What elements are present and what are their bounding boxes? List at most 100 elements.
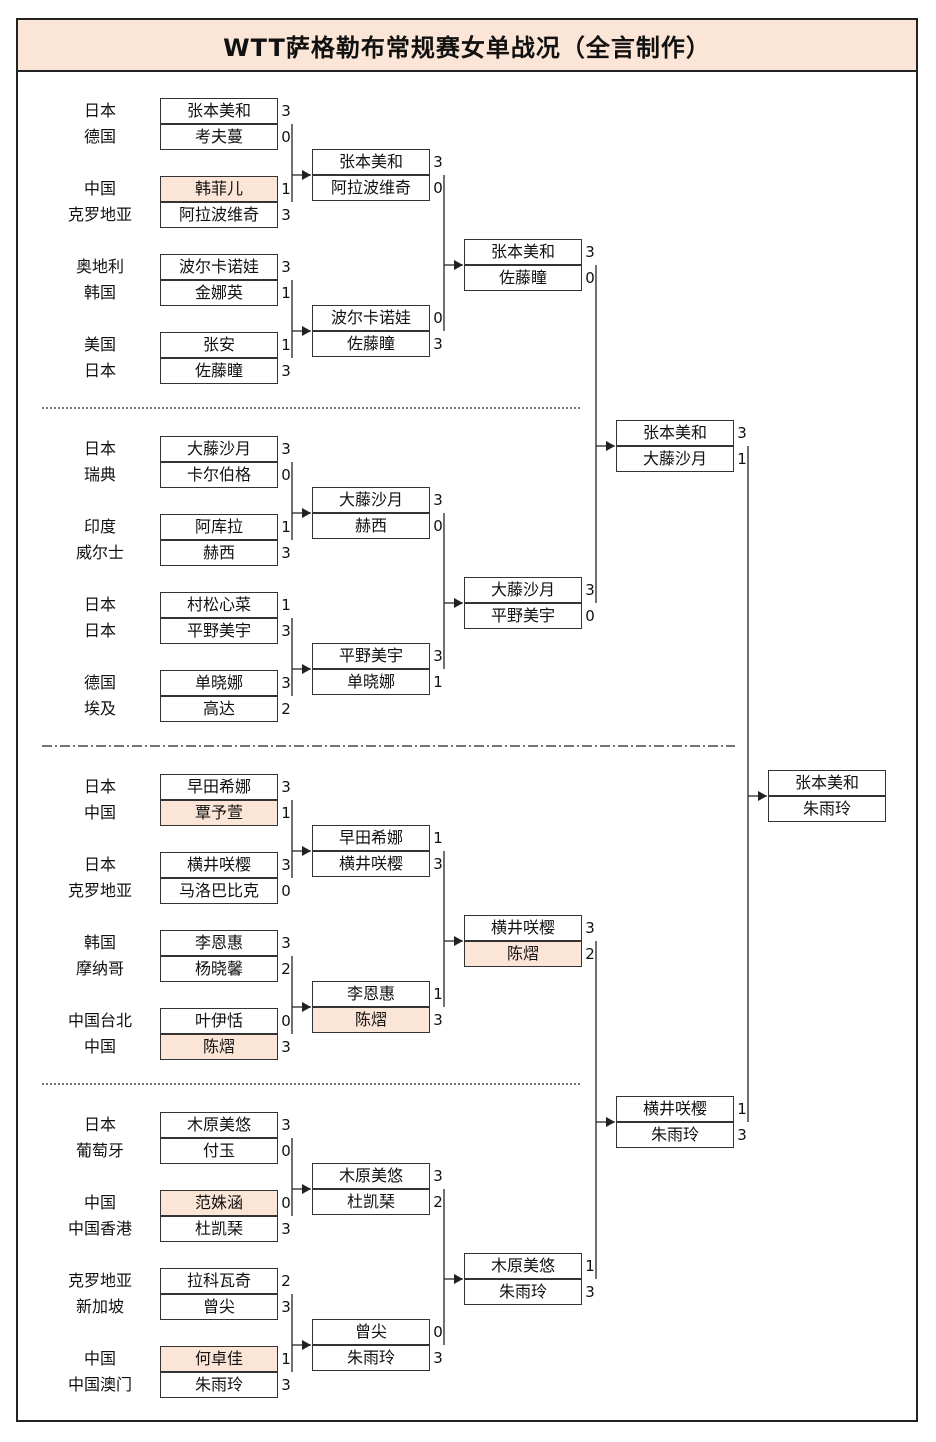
player-score: 3 — [281, 102, 291, 120]
player-score: 0 — [281, 882, 291, 900]
player-country: 克罗地亚 — [67, 1271, 132, 1290]
player-country: 印度 — [83, 517, 116, 536]
player-name: 单晓娜 — [160, 670, 278, 696]
player-country: 日本 — [83, 855, 116, 874]
player-score: 3 — [281, 622, 291, 640]
player-score: 0 — [585, 607, 595, 625]
player-score: 3 — [585, 243, 595, 261]
player-country: 瑞典 — [83, 465, 116, 484]
player-score: 0 — [281, 466, 291, 484]
player-score: 3 — [433, 647, 443, 665]
player-score: 3 — [433, 855, 443, 873]
player-score: 1 — [281, 804, 291, 822]
player-country: 中国 — [83, 1193, 116, 1212]
player-name: 曾尖 — [312, 1319, 430, 1345]
player-name: 木原美悠 — [312, 1163, 430, 1189]
player-name: 陈熠 — [312, 1007, 430, 1033]
arrow-icon — [454, 936, 463, 946]
player-score: 1 — [281, 284, 291, 302]
player-country: 美国 — [83, 335, 116, 354]
player-country: 克罗地亚 — [67, 205, 132, 224]
player-country: 日本 — [83, 595, 116, 614]
player-name: 波尔卡诺娃 — [312, 305, 430, 331]
player-name: 拉科瓦奇 — [160, 1268, 278, 1294]
player-score: 0 — [281, 128, 291, 146]
arrow-icon — [606, 1117, 615, 1127]
player-name: 单晓娜 — [312, 669, 430, 695]
arrow-icon — [454, 598, 463, 608]
arrow-icon — [302, 664, 311, 674]
player-name: 曾尖 — [160, 1294, 278, 1320]
player-name: 木原美悠 — [160, 1112, 278, 1138]
arrow-icon — [454, 1274, 463, 1284]
player-country: 葡萄牙 — [75, 1141, 124, 1160]
player-name: 金娜英 — [160, 280, 278, 306]
player-country: 中国香港 — [67, 1219, 132, 1238]
player-score: 0 — [433, 1323, 443, 1341]
player-name: 考夫蔓 — [160, 124, 278, 150]
player-score: 2 — [281, 1272, 291, 1290]
player-country: 日本 — [83, 101, 116, 120]
player-score: 3 — [585, 1283, 595, 1301]
player-name: 高达 — [160, 696, 278, 722]
player-name: 覃予萱 — [160, 800, 278, 826]
player-country: 韩国 — [83, 283, 116, 302]
player-score: 3 — [433, 491, 443, 509]
page-title: WTT萨格勒布常规赛女单战况（全言制作） — [16, 18, 918, 72]
player-name: 赫西 — [312, 513, 430, 539]
player-name: 韩菲儿 — [160, 176, 278, 202]
player-score: 1 — [281, 336, 291, 354]
player-name: 木原美悠 — [464, 1253, 582, 1279]
player-score: 3 — [281, 1220, 291, 1238]
player-score: 3 — [281, 1116, 291, 1134]
player-score: 3 — [281, 1038, 291, 1056]
player-score: 1 — [281, 596, 291, 614]
player-name: 大藤沙月 — [160, 436, 278, 462]
player-country: 埃及 — [83, 699, 116, 718]
player-name: 横井咲樱 — [312, 851, 430, 877]
player-name: 波尔卡诺娃 — [160, 254, 278, 280]
player-score: 2 — [281, 700, 291, 718]
player-name: 平野美宇 — [160, 618, 278, 644]
player-name: 阿库拉 — [160, 514, 278, 540]
arrow-icon — [302, 326, 311, 336]
player-country: 威尔士 — [75, 543, 124, 562]
arrow-icon — [302, 1184, 311, 1194]
player-name: 横井咲樱 — [464, 915, 582, 941]
arrow-icon — [606, 441, 615, 451]
player-country: 中国 — [83, 1349, 116, 1368]
player-name: 佐藤瞳 — [312, 331, 430, 357]
player-name: 平野美宇 — [312, 643, 430, 669]
player-name: 陈熠 — [464, 941, 582, 967]
player-name: 横井咲樱 — [160, 852, 278, 878]
player-name: 李恩惠 — [160, 930, 278, 956]
player-score: 0 — [281, 1194, 291, 1212]
arrow-icon — [454, 260, 463, 270]
player-score: 3 — [433, 1349, 443, 1367]
player-name: 早田希娜 — [312, 825, 430, 851]
player-score: 1 — [281, 1350, 291, 1368]
player-name: 何卓佳 — [160, 1346, 278, 1372]
player-name: 付玉 — [160, 1138, 278, 1164]
player-score: 2 — [281, 960, 291, 978]
player-score: 0 — [433, 517, 443, 535]
player-score: 0 — [433, 309, 443, 327]
player-score: 3 — [281, 674, 291, 692]
player-score: 1 — [737, 450, 747, 468]
player-name: 朱雨玲 — [616, 1122, 734, 1148]
player-name: 佐藤瞳 — [464, 265, 582, 291]
player-score: 3 — [433, 153, 443, 171]
player-score: 3 — [433, 1167, 443, 1185]
player-name: 杨晓馨 — [160, 956, 278, 982]
arrow-icon — [758, 791, 767, 801]
player-score: 0 — [585, 269, 595, 287]
player-score: 0 — [433, 179, 443, 197]
player-name: 横井咲樱 — [616, 1096, 734, 1122]
player-country: 日本 — [83, 1115, 116, 1134]
player-name: 佐藤瞳 — [160, 358, 278, 384]
player-score: 3 — [433, 335, 443, 353]
player-name: 大藤沙月 — [464, 577, 582, 603]
player-name: 阿拉波维奇 — [312, 175, 430, 201]
player-name: 张本美和 — [616, 420, 734, 446]
player-name: 赫西 — [160, 540, 278, 566]
